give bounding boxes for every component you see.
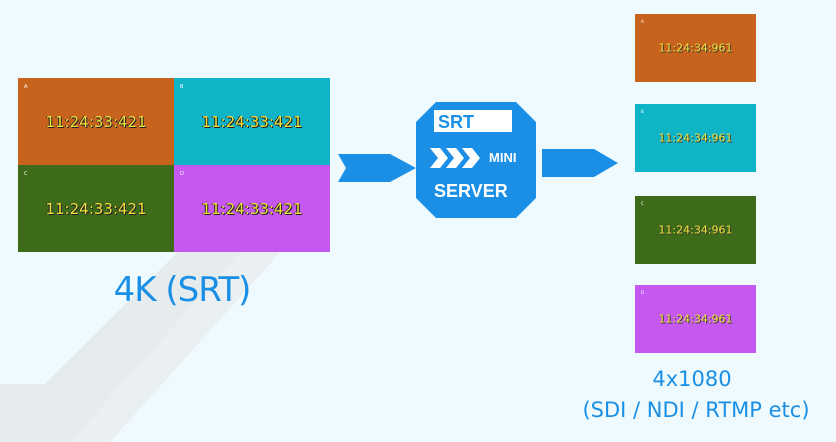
tile-timecode: 11:24:33:421 xyxy=(201,199,303,218)
tile-timecode: 11:24:33:421 xyxy=(45,112,147,131)
mini-label: MINI xyxy=(489,150,516,165)
tile-timecode: 11:24:34:961 xyxy=(658,131,733,145)
arrow-right-icon xyxy=(542,149,618,177)
tile-timecode: 11:24:33:421 xyxy=(45,199,147,218)
chevron-icon xyxy=(430,148,448,168)
tile-label: B xyxy=(180,84,184,90)
input-tile-d: D 11:24:33:421 xyxy=(174,165,330,252)
tile-label: C xyxy=(24,171,28,177)
input-tile-a: A 11:24:33:421 xyxy=(18,78,174,165)
output-count-caption: 4x1080 xyxy=(652,367,732,391)
arrow-right-icon xyxy=(338,154,416,182)
output-formats-caption: (SDI / NDI / RTMP etc) xyxy=(582,398,810,422)
chevron-icon xyxy=(446,148,464,168)
tile-timecode: 11:24:34:961 xyxy=(658,41,733,55)
srt-mini-server-logo: SRT MINI SERVER xyxy=(416,102,536,218)
output-tile-d: D 11:24:34:961 xyxy=(635,285,756,353)
tile-label: D xyxy=(180,171,184,177)
tile-label: C xyxy=(641,201,644,206)
output-tile-c: C 11:24:34:961 xyxy=(635,196,756,264)
output-tile-b: B 11:24:34:961 xyxy=(635,104,756,172)
input-tile-c: C 11:24:33:421 xyxy=(18,165,174,252)
tile-label: D xyxy=(641,290,645,295)
server-label: SERVER xyxy=(434,181,508,201)
tile-timecode: 11:24:34:961 xyxy=(658,223,733,237)
tile-label: A xyxy=(24,84,28,90)
tile-label: B xyxy=(641,109,644,114)
tile-label: A xyxy=(641,19,644,24)
input-tile-b: B 11:24:33:421 xyxy=(174,78,330,165)
chevron-icon xyxy=(462,148,480,168)
srt-label: SRT xyxy=(438,112,474,132)
srt-label-box xyxy=(434,110,512,132)
tile-timecode: 11:24:34:961 xyxy=(658,312,733,326)
input-caption: 4K (SRT) xyxy=(113,270,252,310)
tile-timecode: 11:24:33:421 xyxy=(201,112,303,131)
output-tile-a: A 11:24:34:961 xyxy=(635,14,756,82)
